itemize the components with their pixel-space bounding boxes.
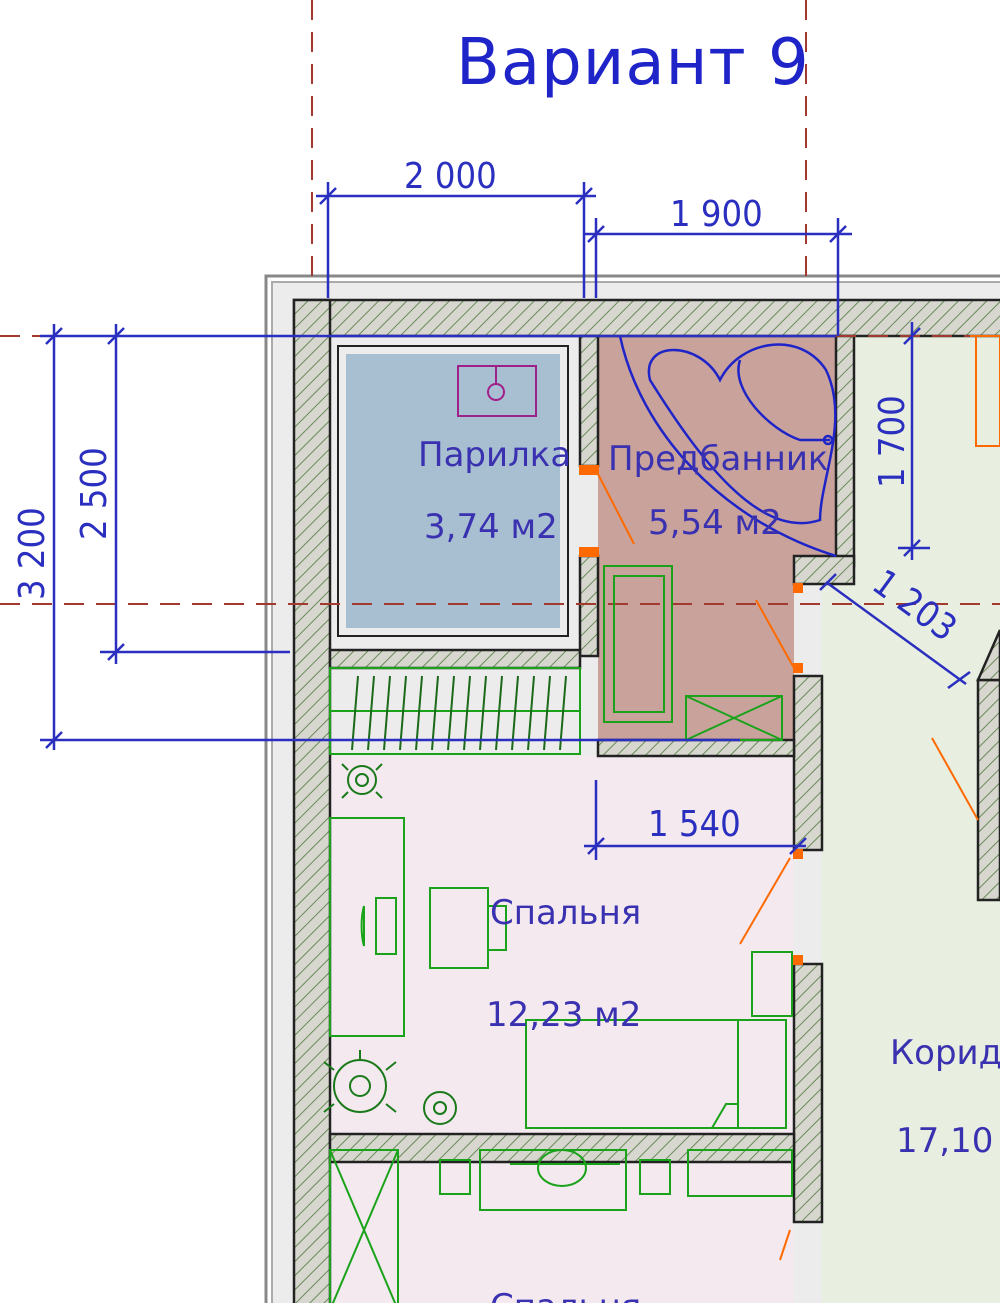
anteroom-area: 5,54 м2 xyxy=(648,503,782,543)
desk-icon xyxy=(329,817,405,1037)
dimension-lines xyxy=(40,182,971,860)
bedroom-area: 12,23 м2 xyxy=(486,995,641,1035)
corner-bath-icon xyxy=(618,335,837,558)
stove-icon xyxy=(457,365,537,417)
corridor-name: Коридор xyxy=(890,1033,1000,1073)
bedroom-furniture xyxy=(329,817,793,1129)
dim-left-inner: 2 500 xyxy=(74,447,115,540)
doors xyxy=(579,335,1000,1261)
bench-icon xyxy=(603,565,783,741)
plan-title: Вариант 9 xyxy=(456,26,810,100)
anteroom-name: Предбанник xyxy=(608,439,828,479)
dim-top-right: 1 900 xyxy=(670,194,763,235)
steam-room-frame xyxy=(337,345,569,637)
steam-room-fill xyxy=(346,354,560,628)
dim-top-left: 2 000 xyxy=(404,156,497,197)
bedroom2-name: Спальня xyxy=(490,1287,641,1303)
bedroom2-fill xyxy=(330,1162,794,1303)
wardrobe xyxy=(329,667,581,755)
bedroom-name: Спальня xyxy=(490,893,641,933)
dim-bedroom-width: 1 540 xyxy=(648,804,741,845)
bedroom2-furniture xyxy=(329,1149,793,1303)
steam-room-area: 3,74 м2 xyxy=(424,507,558,547)
anteroom-fill xyxy=(598,336,836,740)
steam-room-name: Парилка xyxy=(418,435,571,475)
plant-icon xyxy=(323,763,457,1125)
dim-left-outer: 3 200 xyxy=(12,507,53,600)
corridor-area: 17,10 м2 xyxy=(896,1121,1000,1161)
bedroom-fill xyxy=(330,756,794,1134)
dim-right-vertical: 1 700 xyxy=(872,395,913,488)
